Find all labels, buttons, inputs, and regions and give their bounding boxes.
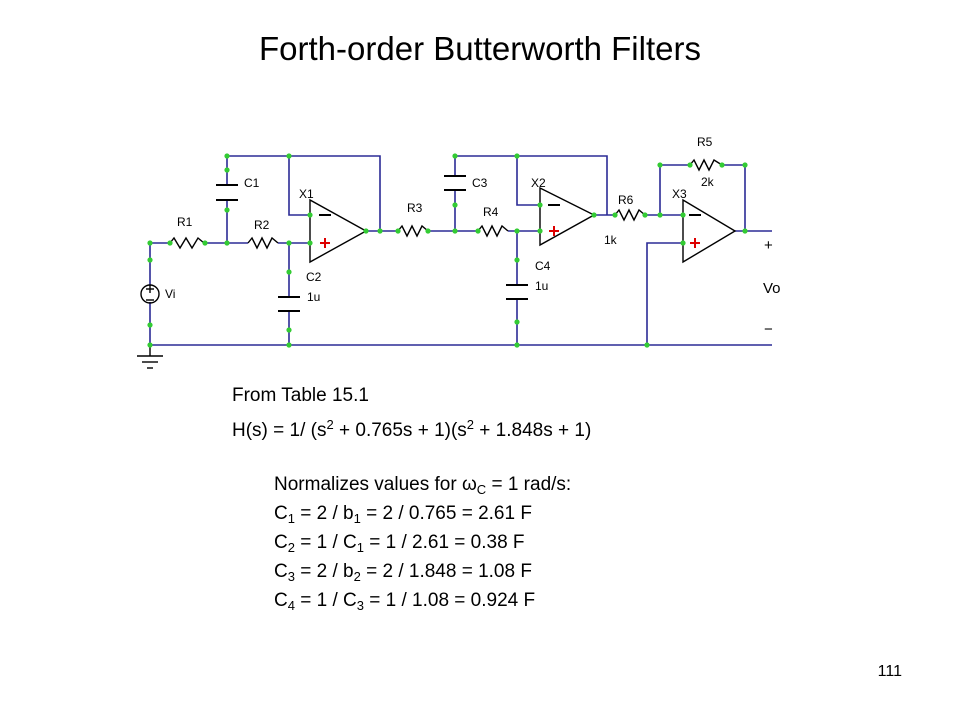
slide-title: Forth-order Butterworth Filters xyxy=(259,30,701,67)
node xyxy=(452,228,458,234)
capacitor-c2 xyxy=(278,296,300,312)
node xyxy=(224,153,230,159)
node xyxy=(657,212,663,218)
node xyxy=(286,327,292,333)
node xyxy=(307,212,313,218)
from-table-text: From Table 15.1 xyxy=(232,385,369,406)
node xyxy=(202,240,208,246)
resistors xyxy=(169,158,723,250)
node xyxy=(514,257,520,263)
label-x1: X1 xyxy=(299,187,314,201)
label-r6-value: 1k xyxy=(604,233,618,247)
node xyxy=(514,342,520,348)
equation-c1: C1 = 2 / b1 = 2 / 0.765 = 2.61 F xyxy=(274,503,532,526)
node xyxy=(395,228,401,234)
node xyxy=(680,240,686,246)
node xyxy=(363,228,369,234)
capacitor-c4 xyxy=(506,284,528,300)
node xyxy=(687,162,693,168)
node xyxy=(537,228,543,234)
node xyxy=(742,228,748,234)
capacitors xyxy=(216,175,528,312)
node xyxy=(147,342,153,348)
label-x3: X3 xyxy=(672,187,687,201)
resistor-r1 xyxy=(169,236,205,250)
node xyxy=(286,153,292,159)
label-r6: R6 xyxy=(618,193,634,207)
node xyxy=(167,240,173,246)
node xyxy=(680,212,686,218)
node xyxy=(514,153,520,159)
node xyxy=(147,240,153,246)
resistor-r3 xyxy=(397,224,429,238)
equation-c2: C2 = 1 / C1 = 1 / 2.61 = 0.38 F xyxy=(274,532,525,555)
node xyxy=(224,240,230,246)
node xyxy=(286,269,292,275)
label-output-minus: − xyxy=(764,321,773,338)
node xyxy=(147,322,153,328)
node xyxy=(425,228,431,234)
ground-icon xyxy=(137,345,163,369)
node xyxy=(377,228,383,234)
node xyxy=(514,228,520,234)
label-c2: C2 xyxy=(306,270,322,284)
resistor-r4 xyxy=(477,224,509,238)
opamp-x2 xyxy=(539,186,596,247)
node xyxy=(642,212,648,218)
resistor-r5 xyxy=(689,158,723,172)
label-c1: C1 xyxy=(244,176,260,190)
node xyxy=(452,202,458,208)
opamp-x1 xyxy=(309,198,368,264)
equation-c4: C4 = 1 / C3 = 1 / 1.08 = 0.924 F xyxy=(274,590,536,613)
node xyxy=(514,319,520,325)
node xyxy=(719,162,725,168)
node xyxy=(286,342,292,348)
node xyxy=(591,212,597,218)
normalization-heading: Normalizes values for ωC = 1 rad/s: xyxy=(274,474,572,497)
label-r2: R2 xyxy=(254,218,270,232)
node xyxy=(286,240,292,246)
label-x2: X2 xyxy=(531,176,546,190)
label-vo: Vo xyxy=(763,280,781,297)
node xyxy=(657,162,663,168)
label-r4: R4 xyxy=(483,205,499,219)
label-c3: C3 xyxy=(472,176,488,190)
node xyxy=(224,207,230,213)
resistor-r6 xyxy=(614,208,646,222)
node xyxy=(742,162,748,168)
opamp-pin-marks xyxy=(319,204,701,248)
node xyxy=(452,153,458,159)
opamps xyxy=(309,186,737,264)
transfer-function: H(s) = 1/ (s2 + 0.765s + 1)(s2 + 1.848s … xyxy=(232,417,592,441)
label-c4: C4 xyxy=(535,259,551,273)
label-vi: Vi xyxy=(165,287,175,301)
label-r5-value: 2k xyxy=(701,175,715,189)
label-c2-value: 1u xyxy=(307,290,320,304)
node xyxy=(644,342,650,348)
node xyxy=(612,212,618,218)
label-output-plus: + xyxy=(764,237,773,254)
capacitor-c3 xyxy=(444,175,466,191)
label-r1: R1 xyxy=(177,215,193,229)
node xyxy=(224,167,230,173)
nodes xyxy=(147,153,748,348)
equation-c3: C3 = 2 / b2 = 2 / 1.848 = 1.08 F xyxy=(274,561,532,584)
node xyxy=(537,202,543,208)
node xyxy=(307,240,313,246)
capacitor-c1 xyxy=(216,184,238,201)
label-r3: R3 xyxy=(407,201,423,215)
voltage-source-vi xyxy=(140,284,160,304)
node xyxy=(475,228,481,234)
opamp-x3 xyxy=(682,198,737,264)
page-number: 111 xyxy=(877,663,902,680)
resistor-r2 xyxy=(247,236,279,250)
label-r5: R5 xyxy=(697,135,713,149)
node xyxy=(147,257,153,263)
label-c4-value: 1u xyxy=(535,279,548,293)
